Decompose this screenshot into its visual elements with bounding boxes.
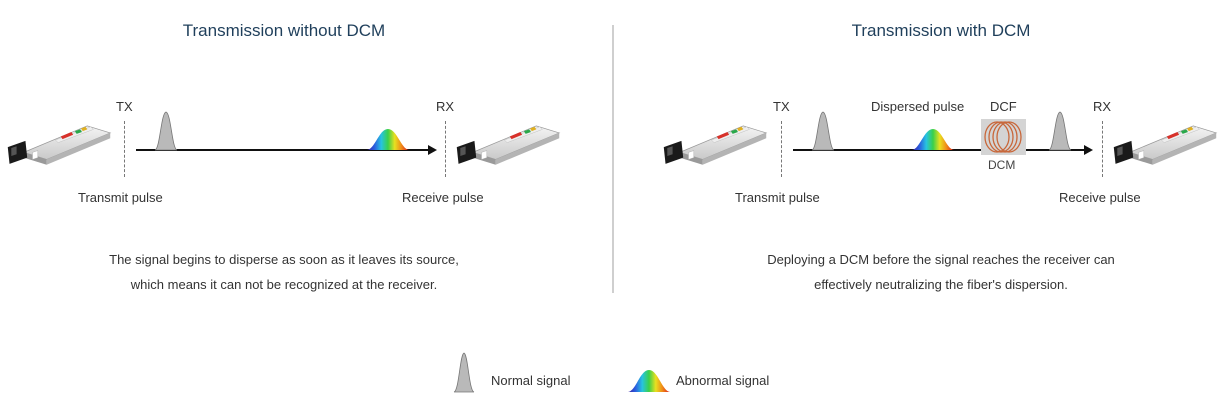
right-caption-line1: Deploying a DCM before the signal reache… <box>767 252 1115 267</box>
right-panel-title: Transmission with DCM <box>851 21 1031 40</box>
left-receiver-sfp-icon <box>456 125 560 166</box>
left-tx-marker <box>124 121 125 177</box>
right-receiver-sfp-icon <box>1113 125 1217 166</box>
right-dcf-label: DCF <box>990 99 1017 114</box>
legend-normal-label: Normal signal <box>491 373 571 388</box>
right-tx-label: TX <box>773 99 790 114</box>
legend-abnormal-label: Abnormal signal <box>676 373 770 388</box>
panel-divider <box>612 25 614 293</box>
right-arrow-head-icon <box>1084 145 1093 155</box>
right-restored-pulse-icon <box>1048 111 1072 151</box>
left-transmit-pulse-icon <box>154 111 178 151</box>
left-fiber-line <box>136 149 429 151</box>
right-caption-line2: effectively neutralizing the fiber's dis… <box>814 277 1068 292</box>
left-tx-label: TX <box>116 99 133 114</box>
left-arrow-head-icon <box>428 145 437 155</box>
right-transmit-pulse-label: Transmit pulse <box>735 190 820 205</box>
right-transmit-pulse-icon <box>811 111 835 151</box>
left-panel-title: Transmission without DCM <box>182 21 386 40</box>
right-tx-marker <box>781 121 782 177</box>
right-dispersed-pulse-icon <box>912 129 954 150</box>
right-fiber-line <box>793 149 1085 151</box>
legend-abnormal-pulse-icon <box>628 370 670 392</box>
right-dispersed-pulse-label: Dispersed pulse <box>871 99 965 114</box>
left-transmitter-sfp-icon <box>7 125 111 166</box>
left-caption: The signal begins to disperse as soon as… <box>54 247 514 297</box>
right-transmitter-sfp-icon <box>663 125 767 166</box>
left-receive-pulse-label: Receive pulse <box>402 190 484 205</box>
right-rx-marker <box>1102 121 1103 177</box>
left-rx-label: RX <box>436 99 455 114</box>
left-dispersed-pulse-icon <box>367 129 409 150</box>
legend-normal-pulse-icon <box>453 352 475 393</box>
right-rx-label: RX <box>1093 99 1112 114</box>
left-rx-marker <box>445 121 446 177</box>
right-caption: Deploying a DCM before the signal reache… <box>711 247 1171 297</box>
left-caption-line1: The signal begins to disperse as soon as… <box>109 252 459 267</box>
left-caption-line2: which means it can not be recognized at … <box>130 277 438 292</box>
left-transmit-pulse-label: Transmit pulse <box>78 190 163 205</box>
dcm-fiber-coil-icon <box>981 119 1026 155</box>
right-receive-pulse-label: Receive pulse <box>1059 190 1141 205</box>
right-dcm-label: DCM <box>988 158 1016 172</box>
